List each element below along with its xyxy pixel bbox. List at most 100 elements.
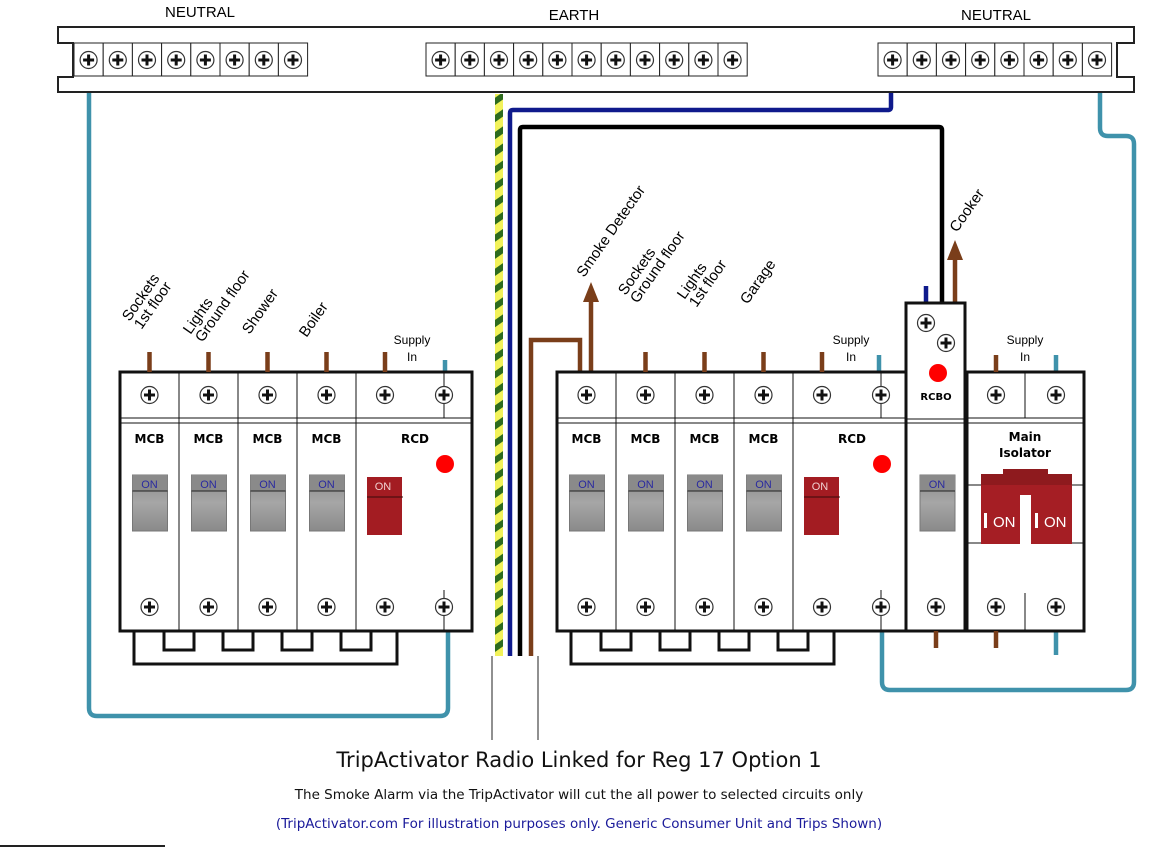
- neutral-right-label: NEUTRAL: [961, 7, 1031, 24]
- terminal-screw: [140, 385, 159, 405]
- mcb-label: MCB: [135, 432, 165, 446]
- mcb-state: ON: [696, 479, 713, 491]
- neutral-right-terminal: [1052, 42, 1083, 77]
- neutral-left-terminal: [102, 42, 133, 77]
- neutral-right-terminal: [877, 42, 908, 77]
- terminal-screw: [1029, 50, 1048, 70]
- neutral-right-terminal: [1081, 42, 1113, 77]
- terminal-screw: [754, 385, 773, 405]
- mcb-3[interactable]: MCB ON: [687, 385, 723, 617]
- rcbo-state: ON: [929, 479, 946, 491]
- isolator-supply-label-2: In: [1020, 350, 1030, 364]
- earth-terminal: [425, 42, 456, 77]
- terminal-screw: [883, 50, 902, 70]
- mcb-1[interactable]: MCB ON: [132, 385, 168, 617]
- terminal-screw: [871, 597, 891, 617]
- main-isolator-label-2: Isolator: [999, 446, 1051, 460]
- diagram-title: TripActivator Radio Linked for Reg 17 Op…: [336, 748, 822, 772]
- earth-terminal: [717, 42, 748, 77]
- main-isolator[interactable]: Main Isolator ON ON: [965, 370, 1086, 633]
- terminal-screw: [723, 50, 742, 70]
- mcb-state: ON: [637, 479, 654, 491]
- earth-terminal: [454, 42, 485, 77]
- mcb-label: MCB: [690, 432, 720, 446]
- earth-terminal: [659, 42, 690, 77]
- mcb-label: MCB: [631, 432, 661, 446]
- rcd-indicator: [436, 455, 454, 473]
- earth-terminal: [571, 42, 602, 77]
- rcd-toggle[interactable]: ON: [367, 477, 403, 535]
- earth-terminal: [513, 42, 544, 77]
- mcb-toggle[interactable]: ON: [569, 474, 605, 532]
- terminal-screw: [79, 50, 98, 70]
- rcbo-indicator: [929, 364, 947, 382]
- rcbo[interactable]: RCBO ON: [904, 301, 967, 648]
- terminal-screw: [283, 50, 303, 70]
- terminal-screw: [695, 597, 714, 617]
- earth-terminal: [688, 42, 719, 77]
- supply-label: In: [846, 350, 856, 364]
- terminal-screw: [941, 50, 961, 70]
- neutral-right-terminal: [965, 42, 996, 77]
- terminal-screw: [694, 50, 713, 70]
- terminal-screw: [519, 50, 538, 70]
- terminal-screw: [489, 50, 509, 70]
- terminal-screw: [577, 385, 596, 405]
- terminal-screw: [258, 597, 277, 617]
- mcb-toggle[interactable]: ON: [250, 474, 286, 532]
- circuit-label: Boiler: [296, 299, 332, 340]
- mcb-toggle[interactable]: ON: [746, 474, 782, 532]
- terminal-screw: [196, 50, 215, 70]
- neutral-left-terminal: [219, 42, 250, 77]
- terminal-screw: [258, 385, 277, 405]
- terminal-screw: [460, 50, 479, 70]
- terminal-screw: [577, 597, 596, 617]
- terminal-screw: [375, 597, 395, 617]
- mcb-toggle[interactable]: ON: [132, 474, 168, 532]
- neutral-right-terminal: [935, 42, 967, 77]
- mcb-toggle[interactable]: ON: [191, 474, 227, 532]
- mcb-label: MCB: [572, 432, 602, 446]
- terminal-screw: [812, 597, 832, 617]
- terminal-screw: [912, 50, 931, 70]
- mcb-1[interactable]: MCB ON: [569, 385, 605, 617]
- mcb-toggle[interactable]: ON: [309, 474, 345, 532]
- terminal-screw: [635, 50, 655, 70]
- neutral-right-terminal: [994, 42, 1025, 77]
- mcb-2[interactable]: MCB ON: [628, 385, 664, 617]
- supply-label: Supply: [394, 333, 431, 347]
- mcb-state: ON: [141, 479, 158, 491]
- main-isolator-switch[interactable]: ON ON: [981, 469, 1072, 544]
- mcb-toggle[interactable]: ON: [687, 474, 723, 532]
- rcbo-toggle[interactable]: ON: [919, 474, 956, 532]
- terminal-screw: [108, 50, 127, 70]
- isolator-supply-label-1: Supply: [1007, 333, 1044, 347]
- terminal-screw: [1058, 50, 1077, 70]
- rcd-toggle[interactable]: ON: [804, 477, 840, 535]
- terminal-screw: [636, 385, 655, 405]
- rcbo-label: RCBO: [920, 392, 951, 403]
- neutral-wire-right: [879, 93, 1137, 693]
- mcb-state: ON: [200, 479, 217, 491]
- terminal-screw: [434, 597, 454, 617]
- mcb-4[interactable]: MCB ON: [746, 385, 782, 617]
- terminal-screw: [199, 597, 218, 617]
- circuit-label: Shower: [239, 286, 282, 337]
- diagram-note: (TripActivator.com For illustration purp…: [275, 816, 883, 832]
- circuit-label-cooker: Cooker: [946, 186, 988, 235]
- terminal-screw: [140, 597, 159, 617]
- mcb-toggle[interactable]: ON: [628, 474, 664, 532]
- terminal-screw: [754, 597, 773, 617]
- mcb-label: MCB: [749, 432, 779, 446]
- terminal-screw: [665, 50, 684, 70]
- mcb-state: ON: [318, 479, 335, 491]
- terminal-screw: [199, 385, 218, 405]
- terminal-screw: [167, 50, 186, 70]
- terminal-screw: [695, 385, 714, 405]
